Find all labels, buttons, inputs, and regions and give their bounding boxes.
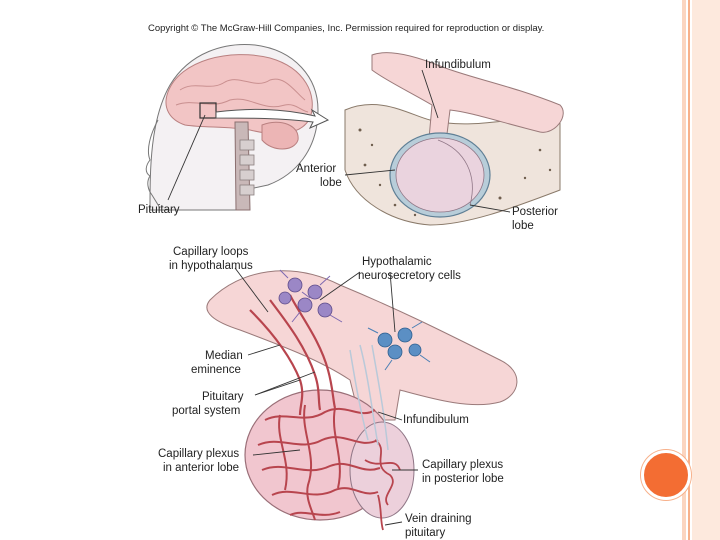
label-infundibulum-bottom: Infundibulum	[403, 414, 469, 426]
label-median-eminence-line2: eminence	[191, 364, 241, 376]
label-anterior-lobe-line2: lobe	[320, 177, 342, 189]
label-capillary-plexus-anterior-line1: Capillary plexus	[158, 448, 239, 460]
label-pituitary: Pituitary	[138, 204, 180, 216]
head-illustration	[146, 44, 328, 210]
label-infundibulum-top: Infundibulum	[425, 59, 491, 71]
label-vein-draining-line2: pituitary	[405, 527, 446, 539]
label-capillary-plexus-posterior-line2: in posterior lobe	[422, 473, 504, 485]
portal-system-illustration	[207, 270, 517, 530]
label-hypothalamic-line1: Hypothalamic	[362, 256, 432, 268]
pituitary-enlarged-view	[345, 53, 563, 225]
label-capillary-plexus-posterior-line1: Capillary plexus	[422, 459, 503, 471]
label-pituitary-portal-line2: portal system	[172, 405, 240, 417]
label-median-eminence-line1: Median	[205, 350, 243, 362]
label-posterior-lobe-line2: lobe	[512, 220, 534, 232]
label-vein-draining-line1: Vein draining	[405, 513, 472, 525]
label-capillary-loops-line1: Capillary loops	[173, 246, 249, 258]
label-posterior-lobe-line1: Posterior	[512, 206, 558, 218]
label-capillary-plexus-anterior-line2: in anterior lobe	[163, 462, 239, 474]
label-hypothalamic-line2: neurosecretory cells	[358, 270, 461, 282]
label-capillary-loops-line2: in hypothalamus	[169, 260, 253, 272]
label-pituitary-portal-line1: Pituitary	[202, 391, 244, 403]
label-anterior-lobe-line1: Anterior	[296, 163, 336, 175]
